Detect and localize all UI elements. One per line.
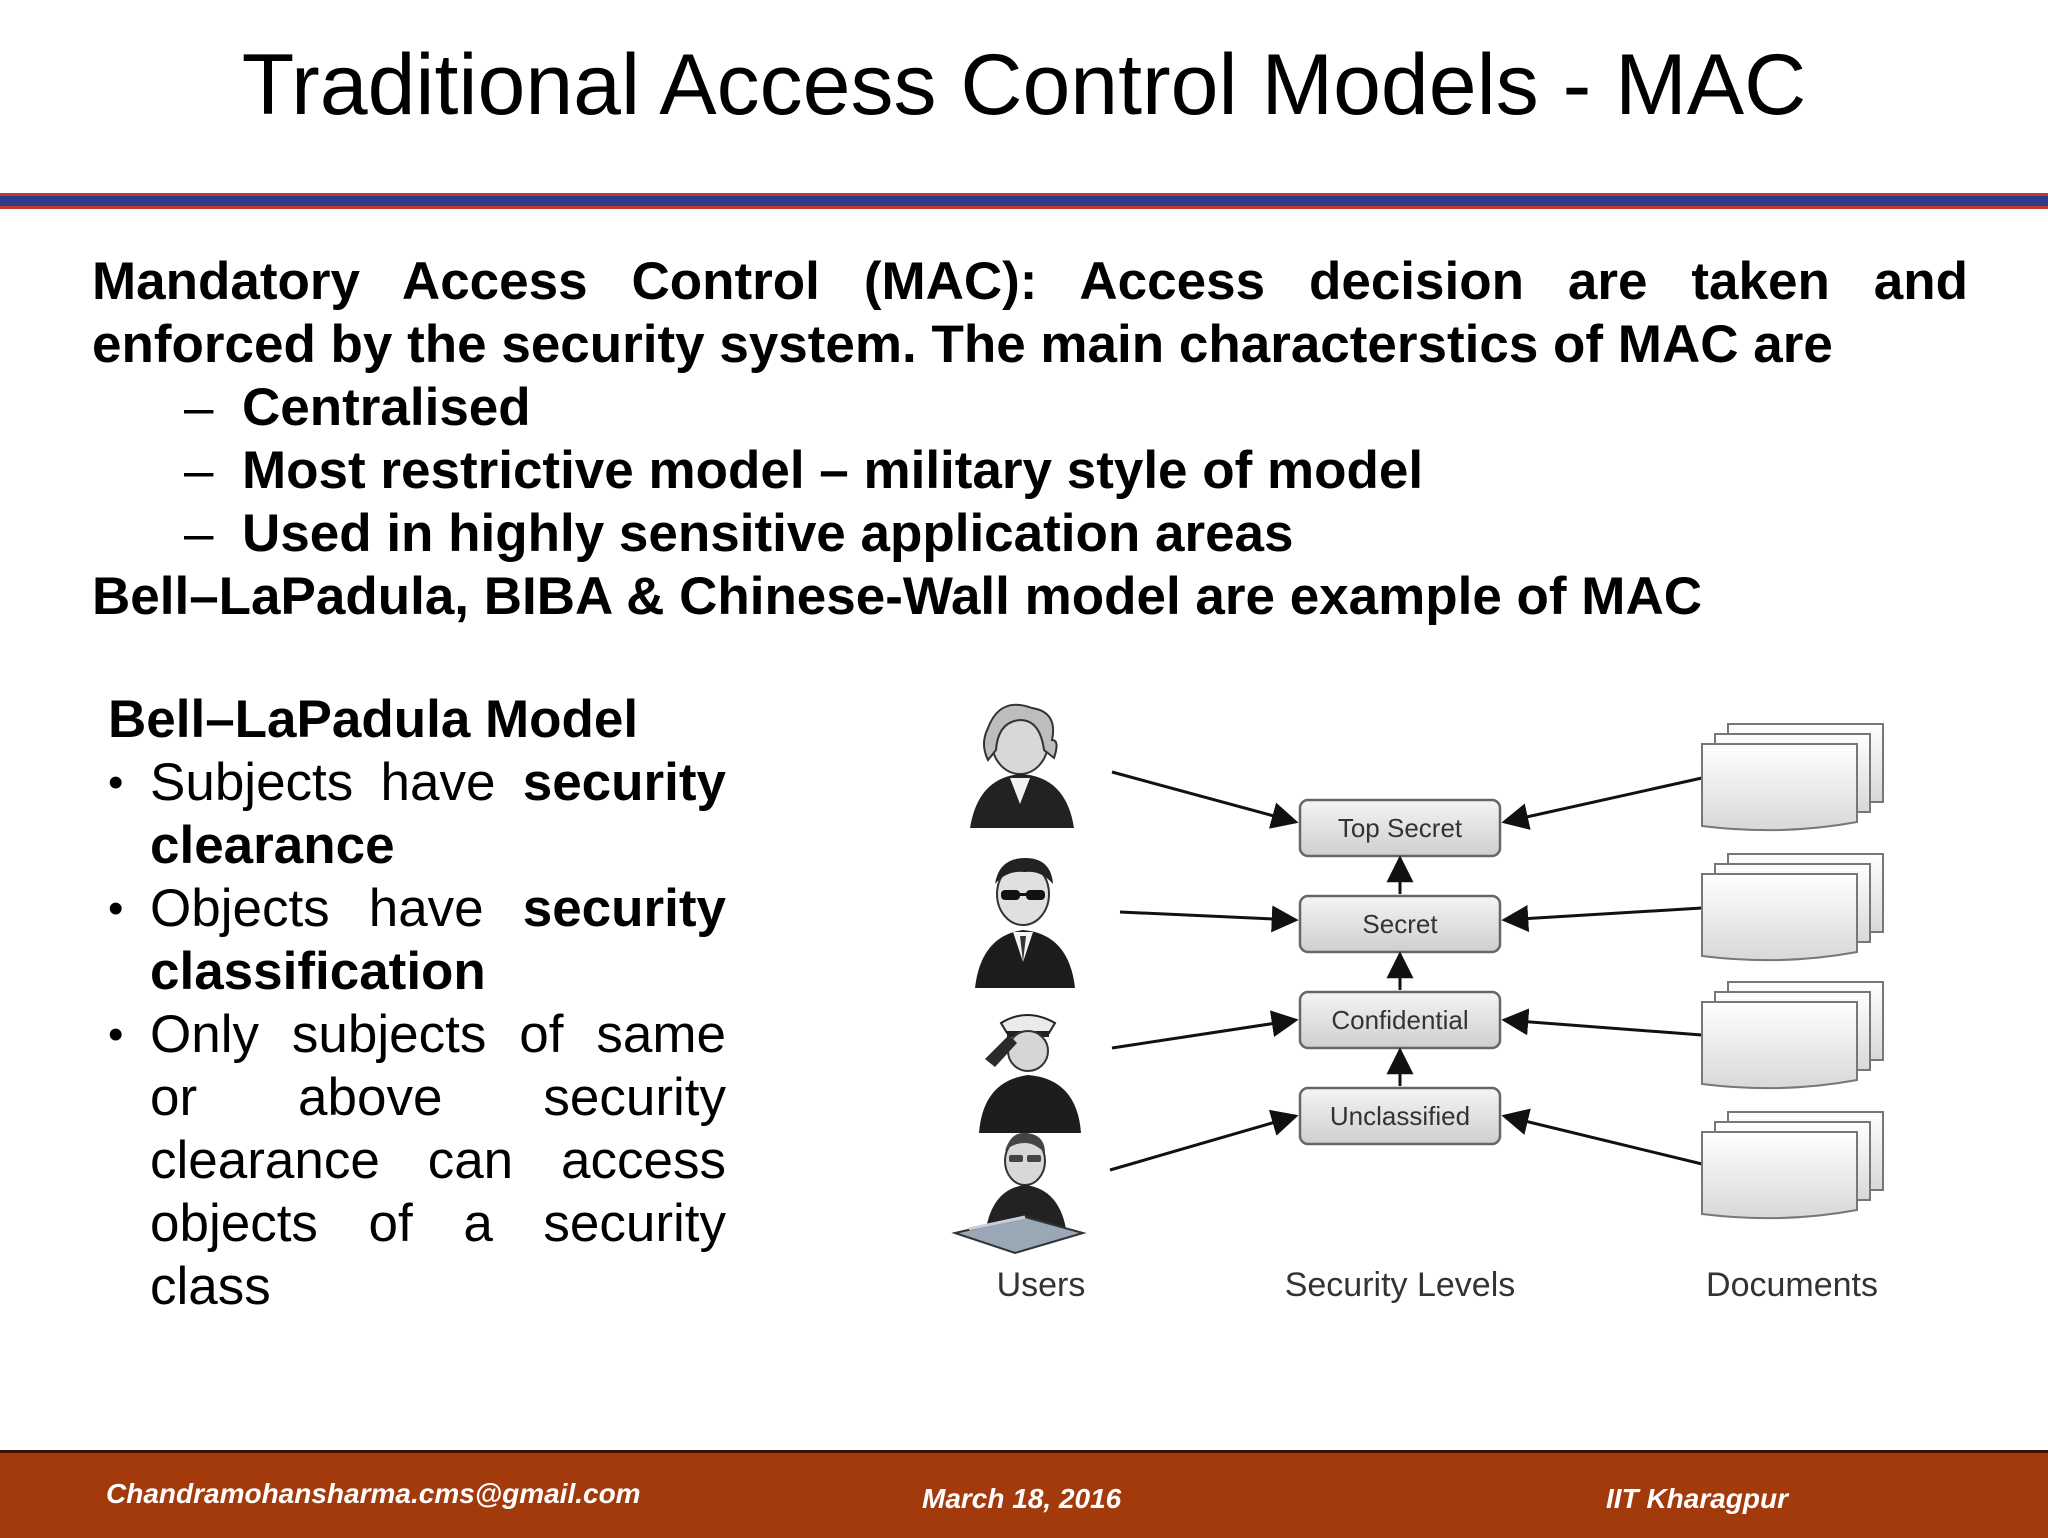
blp-list: • Subjects have security clearance • Obj… [108,751,726,1318]
blp-item-bold: security clearance [150,753,726,875]
caption-users: Users [997,1266,1086,1304]
officer-saluting-icon [979,1014,1081,1133]
mac-examples: Bell–LaPadula, BIBA & Chinese-Wall model… [92,567,1703,626]
characteristic-item: – Centralised [92,376,1892,439]
level-label: Top Secret [1338,813,1463,843]
user-arrow [1119,905,1299,933]
blp-diagram: Top Secret Secret Confidential Unclassif… [951,703,1888,1304]
document-arrow [1501,776,1703,830]
title-divider-band [0,196,2048,206]
slide-title: Traditional Access Control Models - MAC [241,37,1807,133]
characteristic-item: – Used in highly sensitive application a… [92,502,1892,565]
characteristics-list: – Centralised – Most restrictive model –… [92,376,1892,565]
blp-item: • Only subjects of same or above securit… [108,1003,726,1318]
characteristic-text: Used in highly sensitive application are… [242,504,1294,563]
characteristic-item: – Most restrictive model – military styl… [92,439,1892,502]
dash-marker: – [184,378,214,437]
dash-marker: – [184,504,214,563]
level-secret: Secret [1298,894,1502,954]
level-label: Confidential [1331,1005,1468,1035]
footer-organization: IIT Kharagpur [1606,1483,1789,1514]
level-label: Secret [1362,909,1438,939]
blp-item-bold: security classification [150,879,726,1001]
blp-section: Bell–LaPadula Model • Subjects have secu… [108,688,726,1318]
level-confidential: Confidential [1298,990,1502,1050]
caption-security-levels: Security Levels [1285,1266,1516,1304]
document-arrow [1501,1008,1703,1037]
bullet-marker: • [108,884,124,933]
document-arrow [1501,1108,1703,1166]
agent-sunglasses-icon [975,858,1075,988]
bullet-marker: • [108,758,124,807]
document-stack-icon [1701,723,1888,832]
level-label: Unclassified [1330,1101,1470,1131]
document-stack-icon [1701,1111,1888,1220]
user-arrow [1111,1010,1299,1050]
founder-portrait-icon [970,703,1074,828]
slide-footer: Chandramohansharma.cms@gmail.com March 1… [0,1450,2048,1538]
user-arrow [1109,1109,1299,1172]
bullet-marker: • [108,1010,124,1059]
dash-marker: – [184,441,214,500]
document-stack-icon [1701,853,1888,962]
document-arrow [1501,905,1703,933]
blp-title: Bell–LaPadula Model [108,690,639,749]
title-divider-top [0,193,2048,196]
worker-laptop-icon [951,1132,1087,1255]
characteristic-text: Most restrictive model – military style … [242,441,1424,500]
level-top-secret: Top Secret [1298,798,1502,858]
footer-date: March 18, 2016 [922,1483,1122,1514]
mac-definition: Mandatory Access Control (MAC): Access d… [92,252,1968,374]
title-divider-bottom [0,206,2048,209]
caption-documents: Documents [1706,1266,1878,1304]
blp-item: • Subjects have security clearance [108,751,726,877]
level-unclassified: Unclassified [1298,1086,1502,1146]
footer-email: Chandramohansharma.cms@gmail.com [106,1478,641,1509]
characteristic-text: Centralised [242,378,531,437]
blp-item-text: Only subjects of same or above security … [150,1005,726,1316]
user-arrow [1111,770,1299,829]
document-stack-icon [1701,981,1888,1090]
blp-item: • Objects have security classification [108,877,726,1003]
blp-item-text: Subjects have [150,753,523,812]
blp-item-text: Objects have [150,879,523,938]
